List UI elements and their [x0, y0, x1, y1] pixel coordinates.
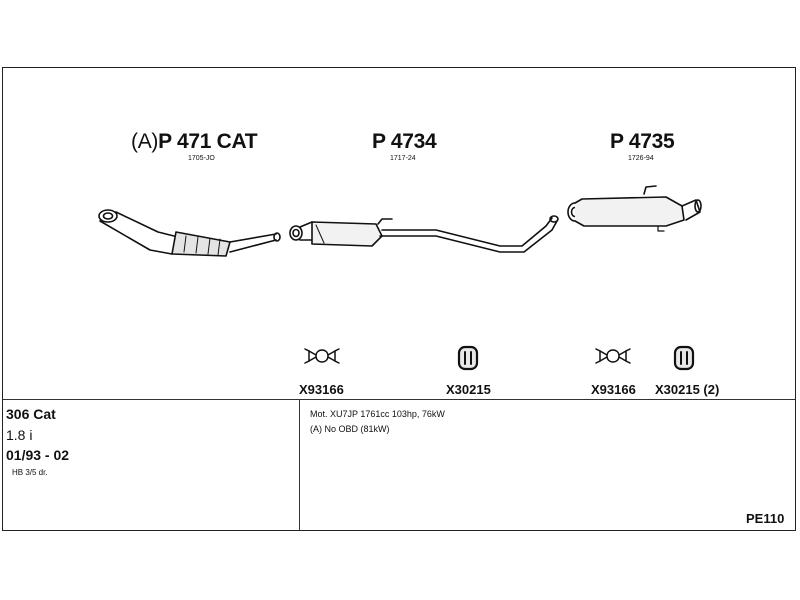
- divider-vertical: [299, 399, 300, 531]
- rear-silencer-drawing: [567, 185, 702, 232]
- accessory-label: X93166: [591, 382, 636, 397]
- center-silencer-drawing: [289, 215, 559, 253]
- diagram-frame: [2, 67, 796, 531]
- part-label-center-silencer: P 4734: [372, 130, 437, 153]
- accessory-label: X30215: [446, 382, 491, 397]
- part-sub-catalyst: 1705-JO: [188, 155, 215, 162]
- catalytic-converter-drawing: [98, 209, 281, 257]
- obd-note: (A) No OBD (81kW): [310, 424, 390, 434]
- part-sub-center-silencer: 1717-24: [390, 155, 416, 162]
- engine-note: Mot. XU7JP 1761cc 103hp, 76kW: [310, 409, 445, 419]
- accessory-label: X93166: [299, 382, 344, 397]
- part-sub-rear-silencer: 1726-94: [628, 155, 654, 162]
- part-label-rear-silencer: P 4735: [610, 130, 675, 153]
- divider-horizontal: [3, 399, 795, 400]
- reference-code: PE110: [746, 511, 785, 526]
- accessory-label: X30215 (2): [655, 382, 720, 397]
- vehicle-model: 306 Cat: [6, 406, 56, 422]
- part-code: P 471 CAT: [158, 130, 258, 153]
- vehicle-engine: 1.8 i: [6, 427, 33, 443]
- part-label-catalyst: (A)P 471 CAT: [131, 130, 258, 154]
- vehicle-body: HB 3/5 dr.: [12, 468, 48, 477]
- clamp-icon: [595, 348, 631, 364]
- rubber-mount-icon: [457, 345, 479, 371]
- clamp-icon: [304, 348, 340, 364]
- rubber-mount-icon: [673, 345, 695, 371]
- vehicle-years: 01/93 - 02: [6, 447, 70, 463]
- part-prefix: (A): [131, 130, 159, 153]
